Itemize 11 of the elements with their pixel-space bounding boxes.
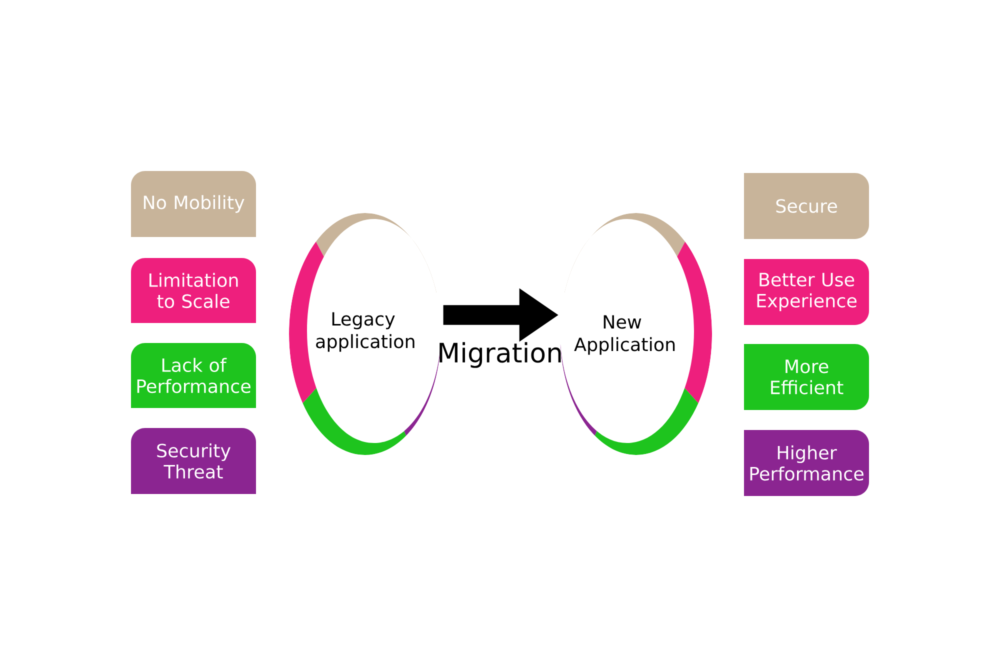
label-box: Higher Performance <box>744 430 869 496</box>
edge-label: Migration <box>440 342 561 368</box>
label-box: More Efficient <box>744 344 869 410</box>
label-box: No Mobility <box>131 171 256 237</box>
label-box: Lack of Performance <box>131 343 256 408</box>
label-box: Better Use Experience <box>744 259 869 325</box>
label-box: Secure <box>744 173 869 239</box>
ring-node: Legacy application <box>289 213 441 455</box>
label-box: Limitation to Scale <box>131 258 256 323</box>
label-box: Security Threat <box>131 428 256 494</box>
ring-node: New Application <box>560 213 712 455</box>
